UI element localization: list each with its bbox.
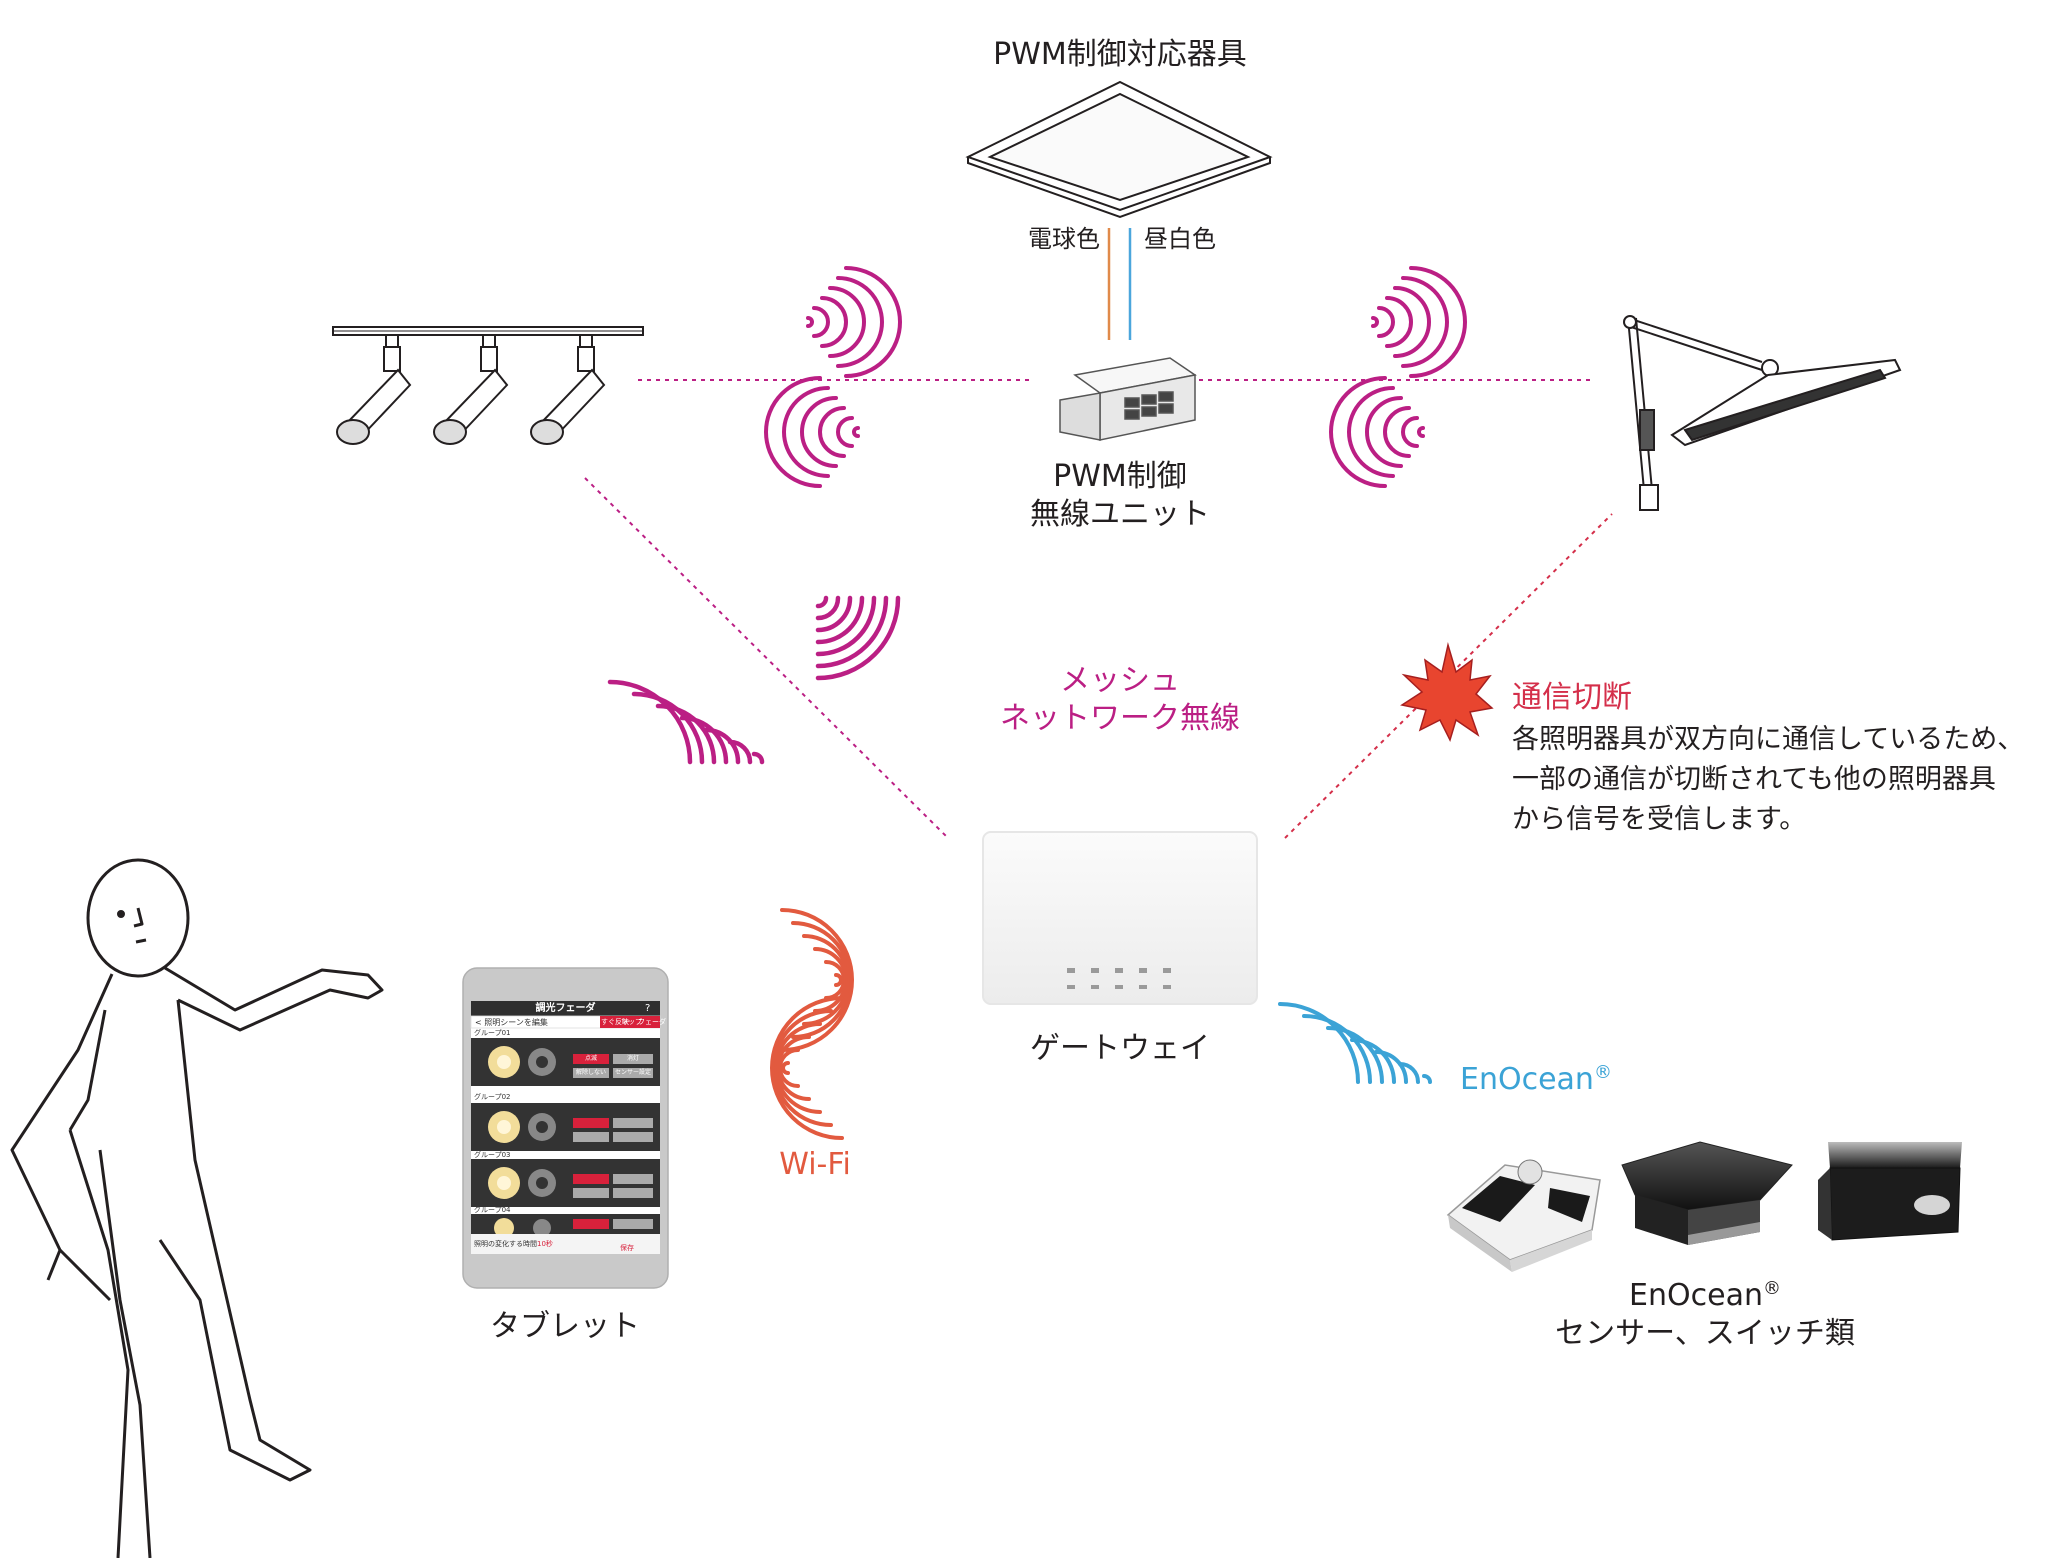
enocean-label-name: EnOcean (1460, 1062, 1594, 1097)
enocean-label: EnOcean® (1460, 1054, 1640, 1099)
tablet-screen-footer-text: 照明の変化する時間 (474, 1240, 537, 1248)
pwm-unit-label-line1: PWM制御 (1053, 459, 1187, 494)
desk-lamp-illustration (1623, 315, 1902, 511)
wifi-wave-icon-lower (770, 996, 844, 1140)
pwm-unit-illustration (1059, 357, 1197, 441)
wifi-label: Wi-Fi (779, 1147, 851, 1182)
gateway-label: ゲートウェイ (1030, 1031, 1210, 1066)
mesh-wave-icon-mid-right (1329, 376, 1425, 488)
tablet-screen-group-3: グループ04 (474, 1206, 511, 1214)
mesh-links (584, 379, 1590, 839)
tablet-screen-group-0: グループ01 (474, 1029, 511, 1037)
mesh-wave-icon-top-right (1371, 266, 1467, 378)
enocean-devices-label-line2: センサー、スイッチ類 (1555, 1316, 1855, 1351)
tablet-screen-grey-button-mid: 解除しない (575, 1069, 606, 1076)
wifi-wave-icon-upper (780, 908, 854, 1052)
warm-white-label: 電球色 (1028, 225, 1100, 253)
tablet-screen-grey-button-right: センサー設定 (614, 1069, 651, 1076)
tablet-screen-tab-1: マップ (621, 1018, 642, 1026)
mesh-wave-icon-mid-left (764, 376, 860, 488)
tablet-screen-breadcrumb: < 照明シーンを編集 (475, 1018, 548, 1027)
person-illustration (10, 858, 384, 1558)
enocean-devices-label: EnOcean® センサー、スイッチ類 (1540, 1270, 1870, 1353)
pwm-unit-label: PWM制御 無線ユニット (1000, 458, 1240, 534)
tablet-screen-group-2: グループ03 (474, 1151, 511, 1159)
tablet-screen-grey-button: 消灯 (626, 1055, 639, 1062)
tablet-screen-tab-0: すぐ反映 (601, 1018, 629, 1026)
tablet-screen-header: 調光フェーダ (535, 1003, 596, 1014)
communication-cut-burst-icon (1400, 642, 1494, 743)
day-white-label: 昼白色 (1144, 225, 1216, 253)
tablet-screen-footer-value: 10秒 (537, 1240, 553, 1248)
enocean-devices-label-line1: EnOcean® (1540, 1270, 1870, 1315)
tablet-screen-help: ? (645, 1003, 651, 1014)
enocean-devices-label-reg: ® (1762, 1278, 1781, 1299)
enocean-wave-icon (1278, 1002, 1432, 1084)
enocean-sensor-flat-illustration (1621, 1141, 1793, 1245)
gateway-illustration (982, 831, 1258, 1005)
enocean-switch-illustration (1446, 1159, 1601, 1272)
tablet-screen-group-1: グループ02 (474, 1093, 511, 1101)
enocean-label-reg: ® (1593, 1062, 1612, 1083)
track-spotlights-illustration (332, 326, 644, 445)
mesh-wave-icon-center-left (607, 679, 765, 765)
mesh-wave-icon-top-left (806, 266, 902, 378)
tablet-screen-tab-2: フェーダ (638, 1018, 666, 1026)
mesh-wave-icon-center-top (815, 595, 901, 681)
communication-cut-line3: から信号を受信します。 (1512, 804, 1807, 835)
mesh-network-label-line1: メッシュ (1060, 663, 1180, 698)
communication-cut-note: 通信切断 各照明器具が双方向に通信しているため、 一部の通信が切断されても他の照… (1512, 676, 2024, 840)
communication-cut-line1: 各照明器具が双方向に通信しているため、 (1512, 724, 2025, 755)
pwm-fixture-illustration (965, 80, 1273, 219)
tablet-screen-red-button: 点滅 (584, 1055, 597, 1062)
communication-cut-title: 通信切断 (1512, 680, 1632, 715)
mesh-network-label: メッシュ ネットワーク無線 (970, 662, 1270, 738)
pwm-unit-label-line2: 無線ユニット (1030, 497, 1210, 532)
mesh-network-label-line2: ネットワーク無線 (1000, 701, 1240, 736)
tablet-illustration (462, 967, 669, 1289)
enocean-devices-label-name: EnOcean (1629, 1278, 1763, 1313)
tablet-label: タブレット (490, 1309, 640, 1344)
pwm-fixture-label: PWM制御対応器具 (993, 37, 1247, 72)
communication-cut-line2: 一部の通信が切断されても他の照明器具 (1512, 764, 1996, 795)
tablet-screen-footer-button: 保存 (620, 1244, 634, 1252)
enocean-sensor-box-illustration (1818, 1142, 1962, 1241)
